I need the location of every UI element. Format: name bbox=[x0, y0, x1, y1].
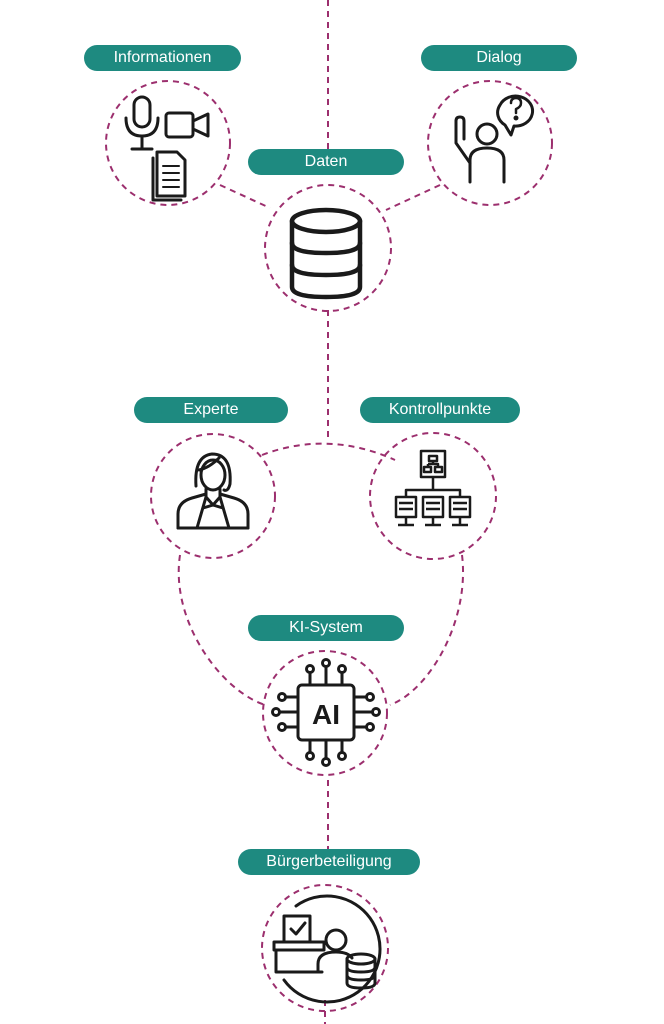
network-hierarchy-icon bbox=[394, 449, 472, 527]
microphone-camera-document-icon bbox=[124, 95, 210, 202]
label-experte: Experte bbox=[134, 397, 288, 423]
connector-experte-ki bbox=[177, 554, 266, 706]
database-icon bbox=[289, 207, 363, 300]
connector-experte-kontrollpunkte bbox=[261, 442, 396, 461]
label-buergerbeteiligung: Bürgerbeteiligung bbox=[238, 849, 420, 875]
node-ring-buergerbeteiligung bbox=[261, 884, 389, 1012]
node-ring-ki-system bbox=[262, 650, 388, 776]
node-ring-experte bbox=[150, 433, 276, 559]
label-informationen: Informationen bbox=[84, 45, 241, 71]
label-dialog: Dialog bbox=[421, 45, 577, 71]
node-ring-dialog bbox=[427, 80, 553, 206]
node-ring-informationen bbox=[105, 80, 231, 206]
label-daten: Daten bbox=[248, 149, 404, 175]
connector-kontrollpunkte-ki bbox=[389, 554, 464, 706]
node-ring-kontrollpunkte bbox=[369, 432, 497, 560]
connector-dialog-daten bbox=[385, 184, 441, 211]
connectors bbox=[105, 0, 553, 1024]
ai-chip-icon: AI bbox=[271, 658, 381, 767]
connector-informationen-daten bbox=[219, 184, 271, 209]
label-ki-system: KI-System bbox=[248, 615, 404, 641]
citizen-ballot-database-icon bbox=[272, 894, 382, 1004]
label-kontrollpunkte: Kontrollpunkte bbox=[360, 397, 520, 423]
ai-chip-text: AI bbox=[312, 699, 340, 730]
person-question-bubble-icon bbox=[454, 94, 535, 184]
node-ring-daten bbox=[264, 184, 392, 312]
female-expert-icon bbox=[176, 452, 250, 530]
